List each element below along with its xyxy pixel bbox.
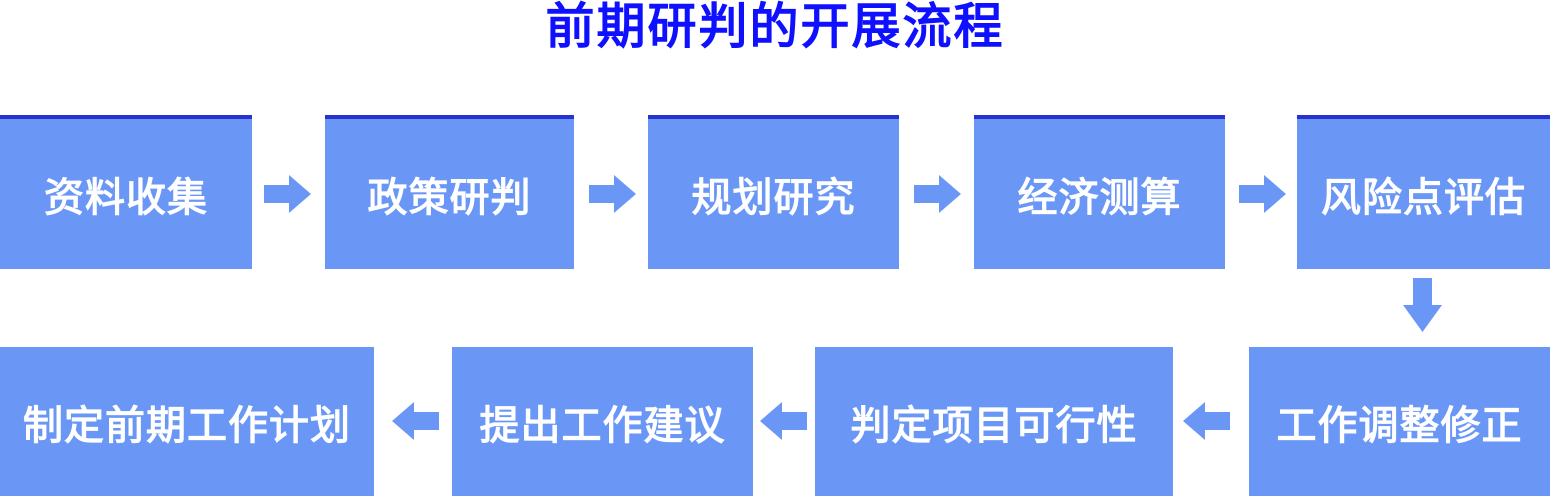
flow-step-1-label: 资料收集 — [44, 176, 208, 220]
page-title: 前期研判的开展流程 — [545, 0, 1005, 54]
arrow-right-icon — [914, 175, 961, 213]
flow-step-5-label: 风险点评估 — [1321, 176, 1526, 220]
flow-step-4-box: 经济测算 — [974, 115, 1225, 269]
flow-step-7-label: 判定项目可行性 — [850, 403, 1138, 448]
flow-step-9-label: 制定前期工作计划 — [23, 403, 351, 448]
flow-step-2-label: 政策研判 — [367, 176, 532, 220]
flow-step-7-box: 判定项目可行性 — [815, 347, 1173, 496]
arrow-right-icon — [1239, 175, 1286, 213]
flow-step-8-label: 提出工作建议 — [479, 403, 726, 448]
flow-step-6-box: 工作调整修正 — [1249, 347, 1550, 496]
arrow-down-icon — [1403, 278, 1442, 332]
flow-step-3-box: 规划研究 — [648, 115, 899, 269]
flow-step-4-label: 经济测算 — [1017, 176, 1182, 220]
flow-step-6-label: 工作调整修正 — [1276, 403, 1523, 448]
flow-step-8-box: 提出工作建议 — [452, 347, 753, 496]
arrow-left-icon — [392, 402, 439, 440]
flow-step-3-label: 规划研究 — [691, 176, 856, 220]
flow-step-5-box: 风险点评估 — [1297, 115, 1550, 269]
flow-step-1-box: 资料收集 — [0, 115, 252, 269]
flow-step-9-box: 制定前期工作计划 — [0, 347, 374, 496]
arrow-right-icon — [264, 175, 311, 213]
flow-step-2-box: 政策研判 — [325, 115, 574, 269]
arrow-left-icon — [1183, 402, 1230, 440]
arrow-right-icon — [589, 175, 636, 213]
arrow-left-icon — [760, 402, 807, 440]
